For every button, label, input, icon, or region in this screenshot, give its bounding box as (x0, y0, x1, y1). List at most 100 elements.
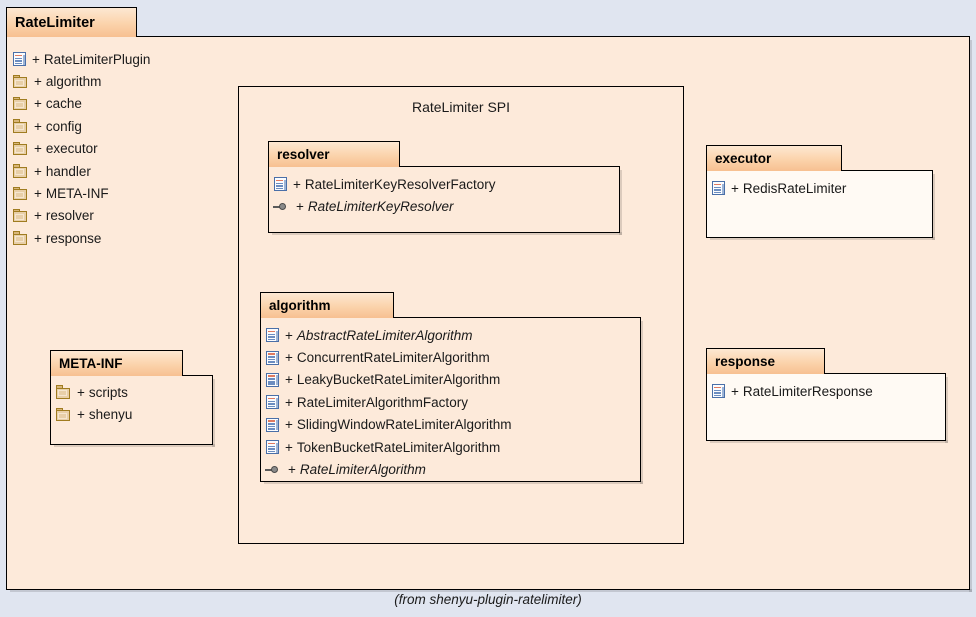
folder-icon (55, 385, 71, 400)
package-meta-inf-members: +scripts+shenyu (55, 381, 132, 426)
class-icon (266, 440, 279, 455)
member-visibility: + (77, 384, 85, 400)
member-visibility: + (34, 96, 42, 112)
package-algorithm-body (260, 317, 643, 484)
member-label: AbstractRateLimiterAlgorithm (296, 327, 473, 343)
member-item[interactable]: +RateLimiterResponse (711, 380, 873, 402)
package-ratelimiter-tab[interactable]: RateLimiter (6, 7, 137, 37)
class-icon (13, 52, 26, 67)
member-label: ConcurrentRateLimiterAlgorithm (296, 350, 490, 366)
package-algorithm-members: +AbstractRateLimiterAlgorithm+Concurrent… (265, 324, 511, 481)
member-visibility: + (285, 327, 293, 343)
member-item[interactable]: +config (12, 115, 150, 137)
member-label: LeakyBucketRateLimiterAlgorithm (296, 372, 501, 388)
member-item[interactable]: +RateLimiterAlgorithmFactory (265, 391, 511, 413)
member-visibility: + (77, 407, 85, 423)
member-item[interactable]: +RedisRateLimiter (711, 177, 846, 199)
member-label: shenyu (88, 407, 133, 423)
package-executor-body (706, 170, 935, 240)
member-label: RateLimiterAlgorithm (299, 462, 426, 478)
member-item[interactable]: +LeakyBucketRateLimiterAlgorithm (265, 369, 511, 391)
member-visibility: + (34, 163, 42, 179)
member-label: RateLimiterKeyResolverFactory (304, 176, 496, 192)
package-response-tab[interactable]: response (706, 348, 825, 374)
class-icon (266, 350, 279, 365)
member-item[interactable]: +handler (12, 160, 150, 182)
member-item[interactable]: +SlidingWindowRateLimiterAlgorithm (265, 414, 511, 436)
package-resolver-title: resolver (277, 147, 330, 162)
member-label: resolver (45, 208, 94, 224)
package-ratelimiter-title: RateLimiter (15, 14, 95, 31)
member-item[interactable]: +resolver (12, 205, 150, 227)
package-resolver-body (268, 166, 622, 235)
member-visibility: + (285, 372, 293, 388)
folder-icon (12, 186, 28, 201)
member-visibility: + (285, 394, 293, 410)
class-icon (266, 372, 279, 387)
package-algorithm-title: algorithm (269, 298, 331, 313)
member-visibility: + (32, 51, 40, 67)
member-label: SlidingWindowRateLimiterAlgorithm (296, 417, 512, 433)
member-item[interactable]: +META-INF (12, 182, 150, 204)
member-item[interactable]: +RateLimiterPlugin (12, 48, 150, 70)
package-algorithm-tab[interactable]: algorithm (260, 292, 394, 318)
member-item[interactable]: +RateLimiterKeyResolver (273, 195, 495, 217)
diagram-caption: (from shenyu-plugin-ratelimiter) (394, 592, 582, 607)
class-icon (712, 181, 725, 196)
folder-icon (12, 208, 28, 223)
member-label: RateLimiterAlgorithmFactory (296, 394, 468, 410)
package-executor-title: executor (715, 151, 772, 166)
package-executor-tab[interactable]: executor (706, 145, 842, 171)
folder-icon (12, 96, 28, 111)
member-label: handler (45, 163, 91, 179)
member-visibility: + (731, 383, 739, 399)
member-visibility: + (293, 176, 301, 192)
member-item[interactable]: +executor (12, 138, 150, 160)
folder-icon (12, 164, 28, 179)
member-visibility: + (731, 180, 739, 196)
class-icon (266, 395, 279, 410)
member-item[interactable]: +RateLimiterAlgorithm (265, 458, 511, 480)
member-visibility: + (285, 417, 293, 433)
member-label: config (45, 118, 82, 134)
package-meta-inf-title: META-INF (59, 356, 123, 371)
member-item[interactable]: +shenyu (55, 403, 132, 425)
member-label: scripts (88, 384, 128, 400)
member-item[interactable]: +response (12, 227, 150, 249)
class-icon (266, 417, 279, 432)
folder-icon (12, 119, 28, 134)
package-resolver-tab[interactable]: resolver (268, 141, 400, 167)
member-item[interactable]: +TokenBucketRateLimiterAlgorithm (265, 436, 511, 458)
member-item[interactable]: +AbstractRateLimiterAlgorithm (265, 324, 511, 346)
member-label: response (45, 230, 102, 246)
member-visibility: + (34, 118, 42, 134)
member-visibility: + (296, 199, 304, 215)
package-response-members: +RateLimiterResponse (711, 380, 873, 402)
member-item[interactable]: +RateLimiterKeyResolverFactory (273, 173, 495, 195)
member-visibility: + (34, 186, 42, 202)
member-item[interactable]: +cache (12, 93, 150, 115)
member-label: RateLimiterResponse (742, 383, 873, 399)
folder-icon (55, 407, 71, 422)
folder-icon (12, 231, 28, 246)
member-item[interactable]: +scripts (55, 381, 132, 403)
member-visibility: + (34, 230, 42, 246)
package-ratelimiter-members: +RateLimiterPlugin+algorithm+cache+confi… (12, 48, 150, 250)
member-label: algorithm (45, 74, 102, 90)
spi-container-title: RateLimiter SPI (411, 99, 511, 115)
package-executor-members: +RedisRateLimiter (711, 177, 846, 199)
interface-icon (265, 462, 282, 477)
member-visibility: + (288, 462, 296, 478)
member-visibility: + (34, 208, 42, 224)
package-response-title: response (715, 354, 776, 369)
package-response-body (706, 373, 948, 443)
member-visibility: + (34, 74, 42, 90)
class-icon (274, 177, 287, 192)
folder-icon (12, 74, 28, 89)
member-item[interactable]: +ConcurrentRateLimiterAlgorithm (265, 346, 511, 368)
package-meta-inf-tab[interactable]: META-INF (50, 350, 183, 376)
member-visibility: + (34, 141, 42, 157)
member-item[interactable]: +algorithm (12, 70, 150, 92)
package-resolver-members: +RateLimiterKeyResolverFactory+RateLimit… (273, 173, 495, 218)
